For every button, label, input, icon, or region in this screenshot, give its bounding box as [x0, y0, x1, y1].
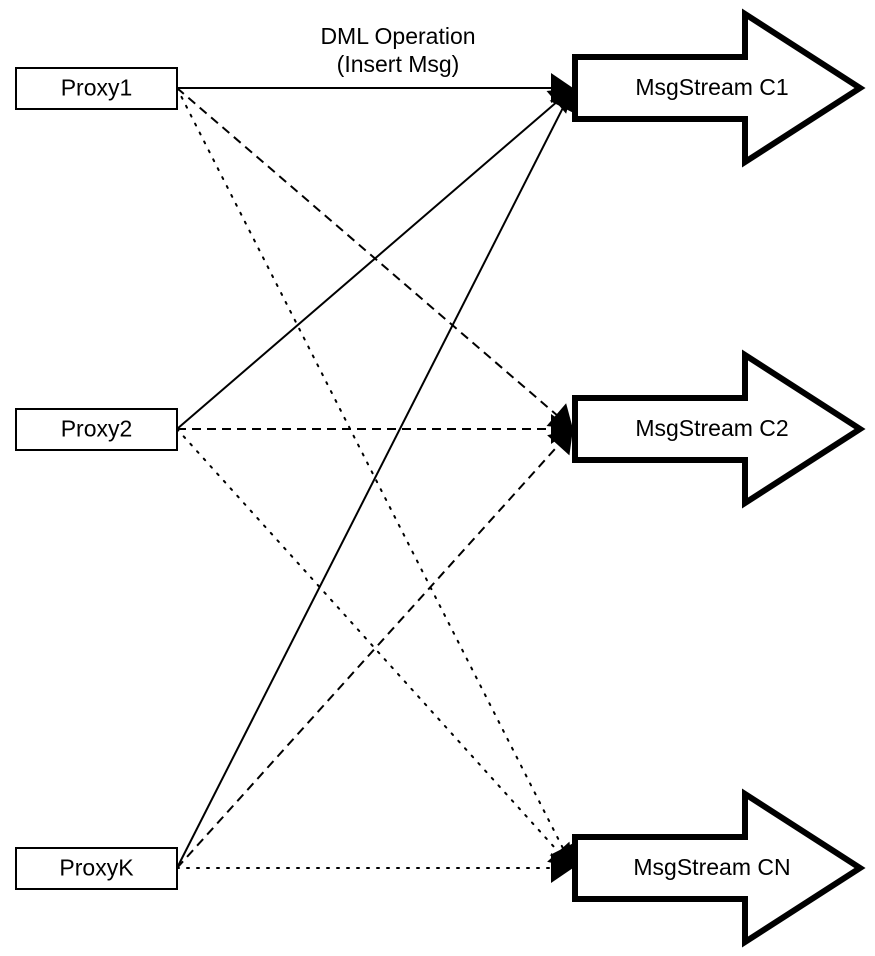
edge-line-dotted	[176, 87, 566, 853]
node-box-proxyk[interactable]	[15, 847, 178, 890]
node-stream_c1[interactable]: MsgStream C1	[572, 8, 866, 168]
stream-arrow-shape-stream_c1[interactable]	[572, 8, 866, 168]
caption-line-1: DML Operation	[320, 23, 475, 49]
node-label-proxyk: ProxyK	[59, 855, 134, 881]
edge-proxyk-to-c1	[176, 88, 577, 869]
edge-proxyk-to-c2	[176, 429, 573, 869]
node-proxy2[interactable]: Proxy2	[15, 408, 178, 451]
node-stream_c2[interactable]: MsgStream C2	[572, 349, 866, 509]
edge-line-solid	[176, 103, 566, 869]
caption-dml-operation: DML Operation (Insert Msg)	[320, 23, 475, 77]
edge-line-dashed	[176, 441, 562, 869]
node-proxyk[interactable]: ProxyK	[15, 847, 178, 890]
node-label-proxy1: Proxy1	[61, 75, 133, 101]
stream-arrow-shape-stream_cn[interactable]	[572, 788, 866, 948]
stream-arrow-shape-stream_c2[interactable]	[572, 349, 866, 509]
edge-proxyk-to-cn	[176, 853, 573, 883]
node-proxy1[interactable]: Proxy1	[15, 67, 178, 110]
arrowhead-icon	[551, 853, 573, 883]
arrowhead-icon	[547, 429, 573, 456]
stream-label-stream_cn: MsgStream CN	[633, 854, 790, 880]
edges-layer	[176, 73, 577, 883]
caption-line-2: (Insert Msg)	[337, 51, 460, 77]
node-box-proxy2[interactable]	[15, 408, 178, 451]
node-box-proxy1[interactable]	[15, 67, 178, 110]
streams-layer: MsgStream C1 MsgStream C2 MsgStream CN	[572, 8, 866, 948]
edge-proxy2-to-c2	[177, 414, 573, 444]
stream-label-stream_c2: MsgStream C2	[635, 415, 788, 441]
edge-line-solid	[176, 98, 561, 430]
node-label-proxy2: Proxy2	[61, 416, 133, 442]
arrowhead-icon	[549, 88, 577, 115]
stream-label-stream_c1: MsgStream C1	[635, 74, 788, 100]
edge-line-dotted	[176, 428, 562, 856]
edge-line-dashed	[176, 87, 561, 419]
node-stream_cn[interactable]: MsgStream CN	[572, 788, 866, 948]
edge-proxy1-to-c1	[177, 73, 573, 103]
